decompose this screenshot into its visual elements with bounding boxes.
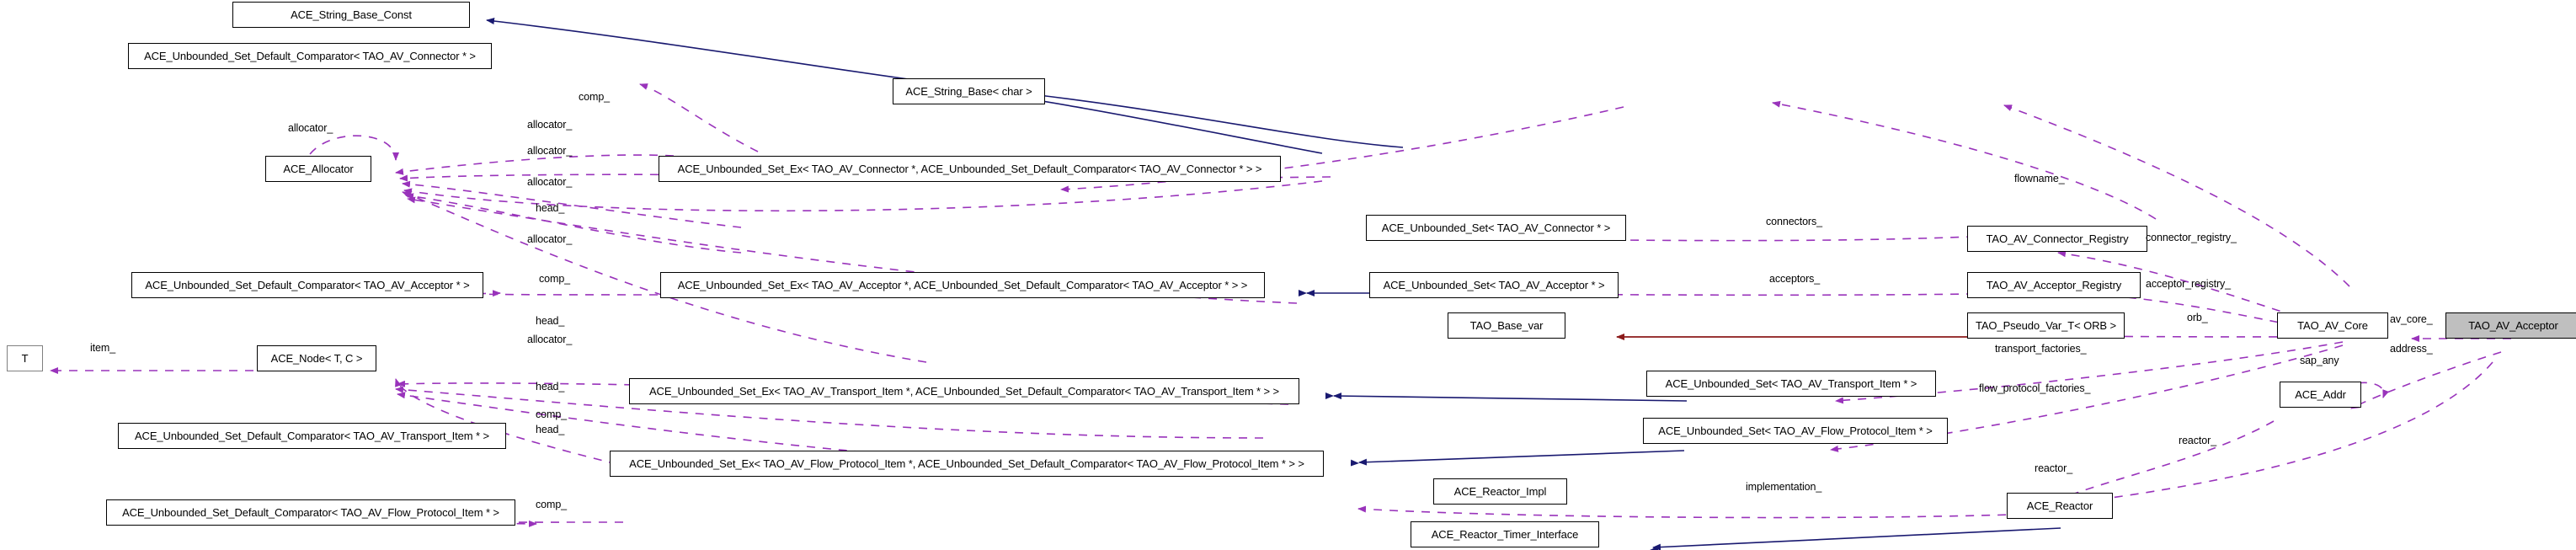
edge-label-av_core_lbl: av_core_ [2390,313,2433,325]
edge-label-flow_protocol_factories_lbl: flow_protocol_factories_ [1979,382,2091,394]
class-node-cmp_acceptor[interactable]: ACE_Unbounded_Set_Default_Comparator< TA… [131,272,483,298]
edge-reactor-1 [2061,420,2275,499]
class-node-tao_base_var[interactable]: TAO_Base_var [1448,312,1565,339]
class-node-av_core[interactable]: TAO_AV_Core [2277,312,2388,339]
class-node-cmp_transport_item[interactable]: ACE_Unbounded_Set_Default_Comparator< TA… [118,423,506,449]
class-node-set_transport_item[interactable]: ACE_Unbounded_Set< TAO_AV_Transport_Item… [1646,371,1936,397]
edge-implementation [1357,505,2039,519]
edge-label-item_lbl: item_ [90,342,116,354]
edge-flowname-mid [1772,100,2157,220]
edge-string-base-char-to-const [486,18,921,82]
edge-label-allocator_lbl_5: allocator_ [527,334,573,345]
edge-label-allocator_lbl_4: allocator_ [527,233,573,245]
class-node-set_connector[interactable]: ACE_Unbounded_Set< TAO_AV_Connector * > [1366,215,1626,241]
class-node-cmp_flow_protocol_item[interactable]: ACE_Unbounded_Set_Default_Comparator< TA… [106,499,515,526]
class-node-av_acceptor[interactable]: TAO_AV_Acceptor [2445,312,2576,339]
class-node-set_flow_protocol_item[interactable]: ACE_Unbounded_Set< TAO_AV_Flow_Protocol_… [1643,418,1948,444]
class-node-ace_allocator[interactable]: ACE_Allocator [265,156,371,182]
class-node-ex_connector[interactable]: ACE_Unbounded_Set_Ex< TAO_AV_Connector *… [659,156,1281,182]
class-node-ace_string_base_const[interactable]: ACE_String_Base_Const [232,2,470,28]
class-node-ace_string_base_char[interactable]: ACE_String_Base< char > [893,78,1045,104]
edge-label-transport_factories_lbl: transport_factories_ [1995,343,2087,355]
class-node-connector_registry[interactable]: TAO_AV_Connector_Registry [1967,226,2147,252]
edge-label-allocator_lbl_2: allocator_ [527,145,573,157]
edge-label-comp_connector_lbl: comp_ [579,91,611,103]
edge-label-sap_any_lbl: sap_any [2300,355,2339,366]
edge-label-reactor_lbl_1: reactor_ [2035,462,2073,474]
edge-label-orb_lbl: orb_ [2187,312,2208,323]
edge-reactor-to-timer-interface [1652,527,2061,550]
class-node-ex_flow_protocol_item[interactable]: ACE_Unbounded_Set_Ex< TAO_AV_Flow_Protoc… [610,451,1324,477]
edge-comp-acceptor [478,290,675,297]
edge-label-head_lbl_3: head_ [536,381,565,392]
edge-label-address_lbl: address_ [2390,343,2433,355]
edge-label-head_lbl_4: head_ [536,424,565,435]
class-node-pseudo_var_orb[interactable]: TAO_Pseudo_Var_T< ORB > [1967,312,2125,339]
edge-label-flowname_lbl: flowname_ [2014,173,2065,184]
edge-allocator-1 [395,154,675,175]
edge-label-allocator_self_lbl: allocator_ [288,122,333,134]
edge-label-allocator_lbl_1: allocator_ [527,119,573,131]
edge-label-comp_acceptor_lbl: comp_ [539,273,571,285]
edge-address [2350,351,2502,409]
class-node-cmp_connector[interactable]: ACE_Unbounded_Set_Default_Comparator< TA… [128,43,492,69]
edge-label-comp_flow_lbl: comp_ [536,499,568,510]
class-node-acceptor_registry[interactable]: TAO_AV_Acceptor_Registry [1967,272,2141,298]
class-node-ace_addr[interactable]: ACE_Addr [2280,382,2361,408]
edge-allocator-4 [405,193,742,254]
edge-label-head_lbl_2: head_ [536,315,565,327]
edge-set-connector-to-ex-connector [986,86,1404,148]
class-node-ace_reactor[interactable]: ACE_Reactor [2007,493,2113,519]
dummy2 [1350,459,1359,467]
edge-allocator-3 [402,180,742,228]
edge-label-comp_lbl_3: comp_ [536,408,568,420]
edge-label-head_lbl_1: head_ [536,202,565,214]
class-node-ace_reactor_timer_interface[interactable]: ACE_Reactor_Timer_Interface [1411,521,1599,547]
class-node-ex_acceptor[interactable]: ACE_Unbounded_Set_Ex< TAO_AV_Acceptor *,… [660,272,1265,298]
edge-label-reactor_lbl_2: reactor_ [2179,435,2217,446]
class-node-set_acceptor[interactable]: ACE_Unbounded_Set< TAO_AV_Acceptor * > [1369,272,1619,298]
edge-label-acceptor_registry_lbl: acceptor_registry_ [2146,278,2232,290]
edge-set-flowproto-to-ex-flowproto [1358,450,1685,466]
class-node-ace_reactor_impl[interactable]: ACE_Reactor_Impl [1433,478,1567,505]
class-node-t_param[interactable]: T [7,345,43,371]
edge-comp-connector [639,83,759,152]
edge-flowname-up [2003,104,2350,287]
edge-set-transport-to-ex-transport [1333,392,1688,402]
edge-label-allocator_lbl_3: allocator_ [527,176,573,188]
class-node-ex_transport_item[interactable]: ACE_Unbounded_Set_Ex< TAO_AV_Transport_I… [629,378,1299,404]
dummy3 [1650,546,1659,550]
edge-label-connectors_lbl: connectors_ [1766,216,1822,227]
class-node-ace_node[interactable]: ACE_Node< T, C > [257,345,376,371]
edge-label-connector_registry_lbl: connector_registry_ [2146,232,2237,243]
edge-label-acceptors_lbl: acceptors_ [1769,273,1821,285]
edge-label-implementation_lbl: implementation_ [1746,481,1822,493]
